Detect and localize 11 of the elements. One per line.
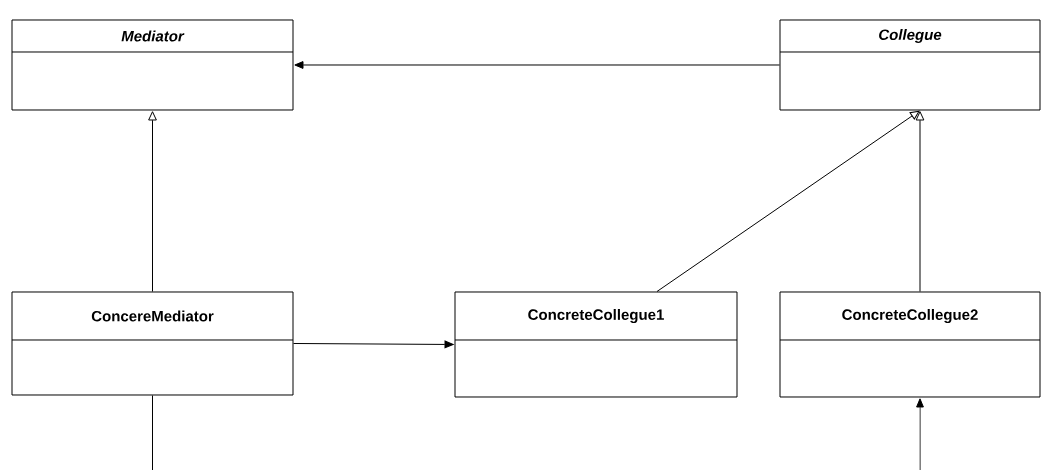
arrow xyxy=(915,111,925,292)
arrow xyxy=(294,61,780,69)
class-box: ConcereMediator xyxy=(11,291,294,396)
class-box: Mediator xyxy=(11,19,294,111)
class-box: ConcreteCollegue1 xyxy=(454,291,738,398)
class-box: Collegue xyxy=(779,19,1041,111)
arrow xyxy=(916,398,924,470)
class-box: ConcreteCollegue2 xyxy=(779,291,1041,398)
arrow xyxy=(148,111,157,292)
arrow xyxy=(293,340,454,349)
arrow xyxy=(656,110,920,292)
